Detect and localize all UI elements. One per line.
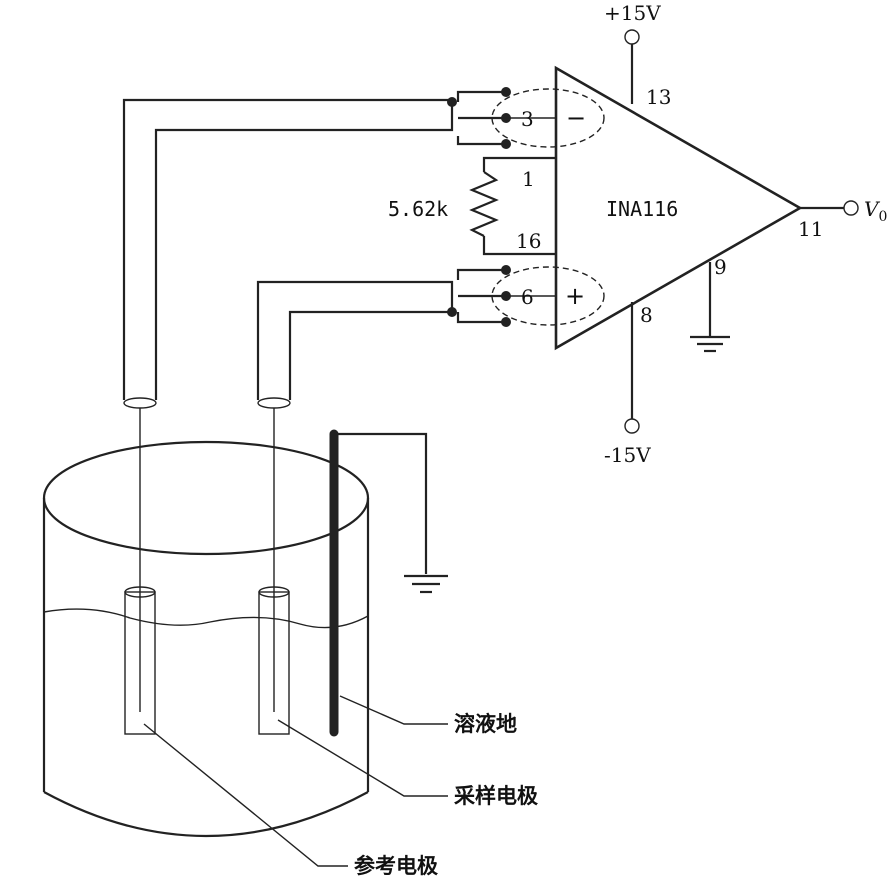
- solution-ground-wire: [334, 432, 428, 574]
- reference-cable-outer: [122, 98, 454, 400]
- chip-name: INA116: [606, 197, 678, 221]
- pin-8-label: 8: [640, 303, 653, 327]
- sampling-electrode-leader: [277, 719, 448, 797]
- reference-electrode-leader: [143, 723, 348, 867]
- inverting-input: − 3: [447, 87, 605, 149]
- pin-6-node: [501, 291, 511, 301]
- reference-electrode-tube: [124, 591, 156, 735]
- negative-supply: -15V: [604, 302, 651, 467]
- resistor-lead-top: [482, 156, 556, 172]
- resistor-zigzag: [469, 171, 499, 237]
- reference-cable-end: [123, 397, 157, 409]
- pin-9-label: 9: [714, 255, 727, 279]
- sampling-electrode-tube: [258, 591, 290, 735]
- minus-sign: −: [566, 104, 586, 132]
- shield-link-top: [456, 90, 506, 102]
- pin-9-ground: [690, 262, 730, 353]
- output-label: V0: [864, 197, 887, 225]
- positive-supply: +15V: [604, 1, 661, 104]
- output-terminal: [843, 200, 859, 216]
- reference-electrode-top: [124, 586, 156, 598]
- noninverting-input: + 6: [447, 265, 605, 327]
- resistor-lead-bottom: [482, 236, 556, 256]
- gain-resistor: 5.62k: [388, 156, 556, 256]
- guard-node-top-a: [501, 87, 511, 97]
- guard-node-bottom-b: [501, 317, 511, 327]
- sampling-electrode-top: [258, 586, 290, 598]
- noninverting-guard-ring: [491, 266, 605, 326]
- liquid-surface: [43, 608, 369, 629]
- solution-ground-label: 溶液地: [454, 712, 517, 736]
- negative-supply-label: -15V: [604, 443, 651, 467]
- beaker: [42, 440, 370, 837]
- beaker-bottom: [43, 791, 369, 837]
- pin-3-label: 3: [521, 107, 534, 131]
- shield-link-bottom-2: [456, 312, 506, 324]
- reference-electrode: [124, 586, 156, 735]
- pin-13-label: 13: [646, 85, 671, 109]
- cable-to-reference: [122, 98, 454, 712]
- output: V0: [800, 197, 887, 225]
- reference-electrode-label: 参考电极: [354, 854, 439, 878]
- cable-to-sampling: [256, 280, 454, 712]
- solution-ground-leader: [339, 695, 448, 725]
- plus-sign: +: [565, 282, 585, 310]
- positive-supply-label: +15V: [604, 1, 661, 25]
- pin-3-node: [501, 113, 511, 123]
- sampling-electrode: [258, 586, 290, 735]
- guard-node-top-b: [501, 139, 511, 149]
- pin-6-label: 6: [521, 285, 534, 309]
- inverting-guard-ring: [491, 88, 605, 148]
- resistor-value: 5.62k: [388, 197, 448, 221]
- shield-link-top-2: [456, 268, 506, 280]
- sampling-cable-outer: [256, 280, 454, 400]
- pin-16-label: 16: [516, 229, 541, 253]
- pin-1-label: 1: [522, 167, 535, 191]
- shield-link-bottom: [456, 136, 506, 146]
- sampling-electrode-label: 采样电极: [454, 784, 539, 808]
- beaker-rim: [42, 440, 370, 556]
- amplifier: INA116 13 1 16 9 8 11: [516, 65, 823, 351]
- amplifier-triangle: [554, 65, 803, 351]
- positive-supply-terminal: [624, 29, 640, 45]
- pin-11-label: 11: [798, 217, 823, 241]
- solution-ground-electrode: [329, 429, 448, 737]
- negative-supply-terminal: [624, 418, 640, 434]
- sampling-cable-end: [257, 397, 291, 409]
- guard-node-bottom-a: [501, 265, 511, 275]
